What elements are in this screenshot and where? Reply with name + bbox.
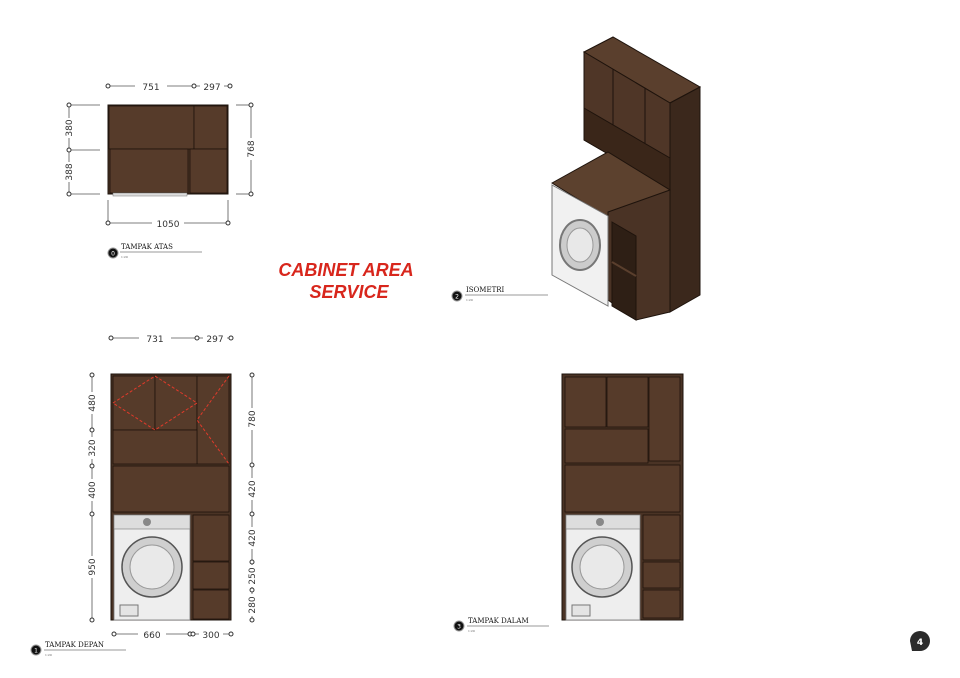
dim-left-0: 480 bbox=[88, 394, 98, 411]
top-view: 751 297 380 388 768 1050 0 TAMPAK ATAS 1… bbox=[63, 80, 257, 259]
svg-text:2: 2 bbox=[455, 294, 459, 301]
view-label-inside: TAMPAK DALAM bbox=[468, 617, 529, 625]
dim-left-2: 400 bbox=[88, 481, 98, 498]
svg-text:3: 3 bbox=[457, 624, 461, 631]
dim-bottom-left: 660 bbox=[143, 631, 160, 641]
svg-text:1:20: 1:20 bbox=[468, 629, 475, 633]
view-number-badge bbox=[107, 247, 119, 259]
dim-top-right: 297 bbox=[203, 83, 220, 93]
dim-right-0: 780 bbox=[248, 410, 258, 427]
svg-text:0: 0 bbox=[111, 251, 115, 258]
dim-right-3: 250 bbox=[248, 567, 258, 584]
svg-text:1:20: 1:20 bbox=[466, 298, 473, 302]
dim-left-3: 950 bbox=[88, 558, 98, 575]
sheet-title-line1: CABINET AREA bbox=[278, 260, 413, 280]
sheet-title-line2: SERVICE bbox=[309, 282, 389, 302]
dim-top-left: 751 bbox=[142, 83, 159, 93]
svg-text:1:20: 1:20 bbox=[45, 653, 52, 657]
dim-right: 768 bbox=[247, 140, 257, 157]
view-number-badge bbox=[453, 620, 465, 632]
view-number-badge bbox=[451, 290, 463, 302]
isometric-view: 2 ISOMETRI 1:20 bbox=[451, 36, 702, 321]
view-number-badge bbox=[30, 644, 42, 656]
dim-left-lower: 388 bbox=[65, 163, 75, 180]
dim-left-1: 320 bbox=[88, 439, 98, 456]
page-number: 4 bbox=[917, 638, 923, 648]
dim-top-left: 731 bbox=[146, 335, 163, 345]
page-number-badge bbox=[910, 631, 930, 651]
view-label-top: TAMPAK ATAS bbox=[121, 243, 173, 251]
dim-left-upper: 380 bbox=[65, 119, 75, 136]
dim-bottom-right: 300 bbox=[202, 631, 219, 641]
view-label-iso: ISOMETRI bbox=[466, 286, 505, 294]
dim-right-1: 420 bbox=[248, 480, 258, 497]
dim-right-2: 420 bbox=[248, 529, 258, 546]
svg-text:1: 1 bbox=[34, 648, 38, 655]
svg-text:1:20: 1:20 bbox=[121, 255, 128, 259]
dim-bottom: 1050 bbox=[157, 220, 180, 230]
view-label-front: TAMPAK DEPAN bbox=[45, 641, 104, 649]
dim-right-4: 280 bbox=[248, 596, 258, 613]
interior-view: 3 TAMPAK DALAM 1:20 bbox=[453, 373, 684, 633]
front-view: 731 297 480 320 400 950 780 420 420 250 … bbox=[30, 332, 258, 657]
dim-top-right: 297 bbox=[206, 335, 223, 345]
